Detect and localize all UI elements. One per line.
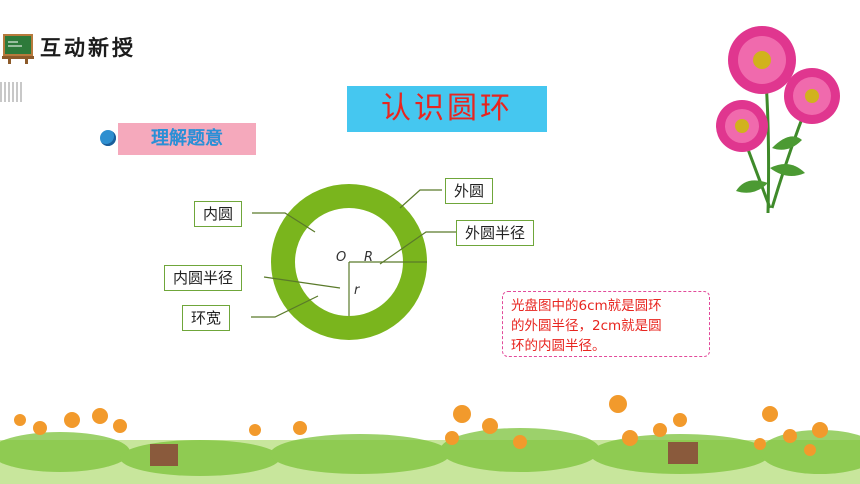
center-label: O <box>336 250 347 265</box>
outer-radius-label: R <box>364 250 374 265</box>
label-ring-width: 环宽 <box>182 305 231 331</box>
main-title: 认识圆环 <box>347 86 547 132</box>
flower-bouquet-icon <box>716 26 840 214</box>
garden-decoration <box>0 395 860 484</box>
header-title: 互动新授 <box>40 36 136 60</box>
label-outer-circle: 外圆 <box>445 178 494 204</box>
label-inner-circle: 内圆 <box>194 201 243 227</box>
subtitle-pill: 理解题意 <box>118 123 256 155</box>
bullet-icon <box>100 130 116 146</box>
note-line-3: 环的内圆半径。 <box>511 338 606 354</box>
note-box: 光盘图中的6cm就是圆环 的外圆半径，2cm就是圆 环的内圆半径。 <box>502 291 710 357</box>
label-outer-radius: 外圆半径 <box>456 220 535 246</box>
note-line-2: 的外圆半径，2cm就是圆 <box>511 318 662 334</box>
blackboard-icon <box>2 34 34 64</box>
note-line-1: 光盘图中的6cm就是圆环 <box>511 298 662 314</box>
inner-radius-label: r <box>354 283 360 298</box>
header-divider <box>0 82 22 102</box>
label-inner-radius: 内圆半径 <box>164 265 243 291</box>
